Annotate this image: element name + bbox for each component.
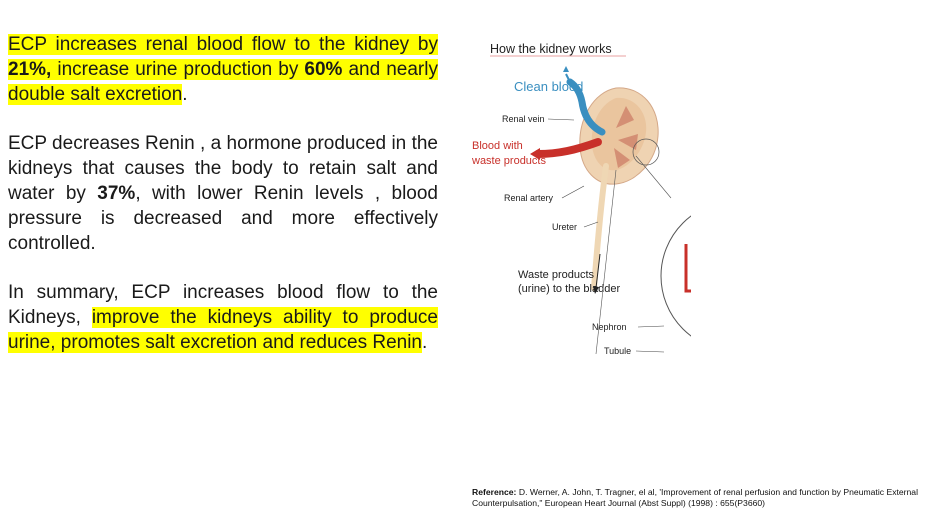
zoom-connector — [595, 169, 617, 355]
leader-line — [561, 185, 585, 199]
label-waste-1: Waste products — [518, 269, 595, 281]
text-column: ECP increases renal blood flow to the ki… — [8, 32, 438, 379]
kidney-inner — [591, 97, 647, 171]
kidney-pyramid — [614, 148, 630, 168]
stat-60-percent: 60% — [304, 59, 343, 80]
ureter-arrow — [595, 253, 601, 289]
label-clean-blood: Clean blood — [514, 79, 583, 94]
renal-vein — [566, 78, 606, 136]
paragraph-renin: ECP decreases Renin , a hormone produced… — [8, 133, 438, 254]
arrow-up-icon — [563, 66, 569, 72]
label-renal-vein: Renal vein — [502, 114, 545, 124]
stat-21-percent: 21%, — [8, 59, 52, 80]
label-nephron: Nephron — [592, 322, 627, 332]
ureter-tube — [591, 163, 609, 291]
kidney-illustration: How the kidney works Clean blood Renal v… — [471, 42, 812, 356]
kidney-diagram: How the kidney works Clean blood Renal v… — [466, 36, 812, 381]
figure-title: How the kidney works — [490, 42, 612, 56]
zoom-connector — [635, 155, 672, 199]
arrow-down-icon — [593, 286, 599, 294]
nephron-detail — [660, 200, 812, 352]
paragraph-renal-blood-flow: ECP increases renal blood flow to the ki… — [8, 34, 438, 105]
reference-citation: Reference: D. Werner, A. John, T. Tragne… — [472, 487, 918, 508]
label-waste-2: (urine) to the bladder — [518, 283, 620, 295]
leader-line — [635, 350, 665, 353]
leader-line — [637, 325, 665, 328]
stat-37-percent: 37% — [97, 183, 136, 204]
label-blood-waste-1: Blood with — [472, 140, 523, 152]
kidney-pyramid — [616, 106, 634, 128]
label-blood-waste-2: waste products — [471, 155, 546, 167]
vein-arrow — [565, 73, 571, 83]
arrow-left-icon — [530, 148, 540, 160]
label-renal-artery: Renal artery — [504, 193, 554, 203]
label-ureter: Ureter — [552, 222, 577, 232]
paragraph-summary: In summary, ECP increases blood flow to … — [8, 282, 438, 353]
zoom-source-circle — [632, 138, 660, 166]
renal-artery — [534, 138, 602, 158]
label-tubule: Tubule — [604, 346, 631, 356]
leader-line — [547, 118, 575, 121]
kidney-pyramid — [618, 134, 638, 150]
leader-line — [583, 221, 599, 228]
highlighted-text: ECP increases renal blood flow to the ki… — [8, 34, 438, 105]
